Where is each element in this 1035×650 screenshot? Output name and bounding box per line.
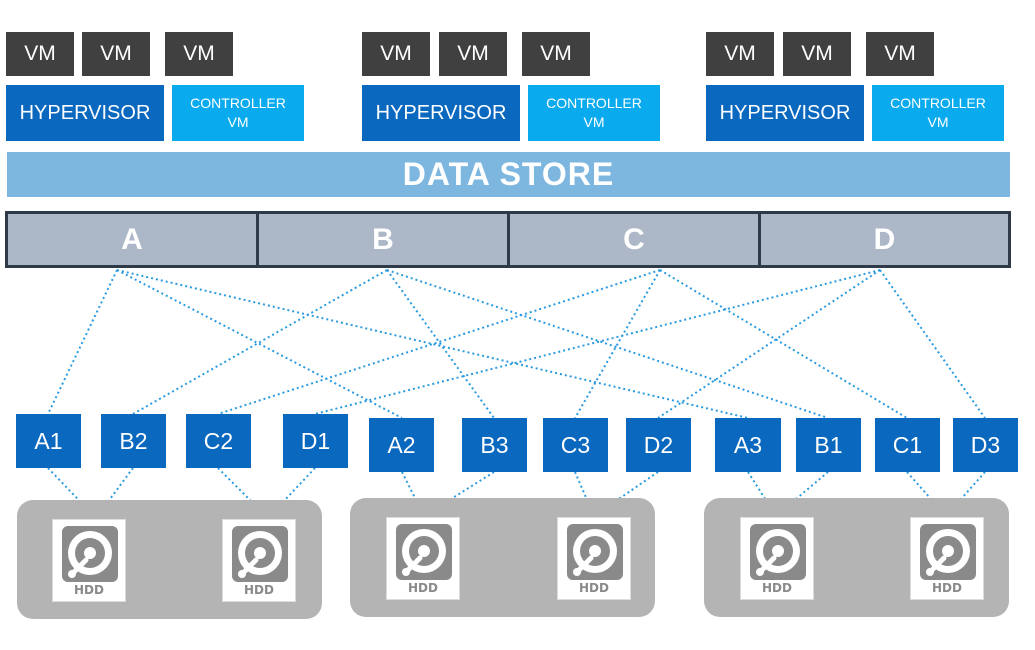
hdd-icon: HDD [52, 519, 126, 602]
hdd-icon: HDD [222, 519, 296, 602]
chunk-d3: D3 [953, 418, 1018, 472]
chunk-d2: D2 [626, 418, 691, 472]
chunk-a1: A1 [16, 414, 81, 468]
connection-line [386, 269, 829, 419]
chunk-c3: C3 [543, 418, 608, 472]
hard-drive-icon [232, 526, 288, 582]
hdd-label: HDD [74, 583, 104, 597]
connection-line [657, 269, 881, 419]
vm-box: VM [362, 32, 430, 76]
hdd-label: HDD [762, 581, 792, 595]
vm-box: VM [439, 32, 507, 76]
connection-line [879, 269, 986, 419]
segment-c: C [507, 211, 761, 268]
data-store-bar: DATA STORE [7, 152, 1010, 197]
hard-drive-icon [750, 524, 806, 580]
chunk-b2: B2 [101, 414, 166, 468]
hard-drive-icon [920, 524, 976, 580]
connection-line [47, 269, 118, 415]
hdd-icon: HDD [740, 517, 814, 600]
hdd-icon: HDD [386, 517, 460, 600]
segment-a: A [5, 211, 259, 268]
vm-box: VM [522, 32, 590, 76]
hdd-label: HDD [408, 581, 438, 595]
vm-box: VM [82, 32, 150, 76]
hdd-label: HDD [244, 583, 274, 597]
connection-line [116, 269, 749, 419]
connection-line [47, 467, 97, 519]
chunk-c1: C1 [875, 418, 940, 472]
chunk-a2: A2 [369, 418, 434, 472]
chunk-b3: B3 [462, 418, 527, 472]
vm-box: VM [706, 32, 774, 76]
hard-drive-icon [396, 524, 452, 580]
connection-line [314, 269, 881, 415]
hypervisor-box: HYPERVISOR [6, 85, 164, 141]
chunk-b1: B1 [796, 418, 861, 472]
connection-line [747, 471, 777, 517]
segment-b: B [256, 211, 510, 268]
controller-vm-box: CONTROLLER VM [872, 85, 1004, 141]
vm-box: VM [165, 32, 233, 76]
hard-drive-icon [567, 524, 623, 580]
controller-vm-box: CONTROLLER VM [528, 85, 660, 141]
vm-box: VM [783, 32, 851, 76]
chunk-a3: A3 [715, 418, 781, 472]
vm-box: VM [866, 32, 934, 76]
vm-box: VM [6, 32, 74, 76]
hard-drive-icon [62, 526, 118, 582]
connection-line [423, 471, 495, 517]
chunk-c2: C2 [186, 414, 251, 468]
connection-line [267, 467, 316, 519]
hdd-icon: HDD [910, 517, 984, 600]
hypervisor-box: HYPERVISOR [706, 85, 864, 141]
connection-line [659, 269, 908, 419]
connection-line [116, 269, 403, 419]
connection-line [217, 467, 269, 519]
connection-line [574, 269, 661, 419]
hypervisor-box: HYPERVISOR [362, 85, 520, 141]
segment-d: D [758, 211, 1011, 268]
chunk-d1: D1 [283, 414, 348, 468]
connection-line [132, 269, 388, 415]
hdd-label: HDD [579, 581, 609, 595]
connection-line [386, 269, 495, 419]
hdd-label: HDD [932, 581, 962, 595]
controller-vm-box: CONTROLLER VM [172, 85, 304, 141]
hdd-icon: HDD [557, 517, 631, 600]
